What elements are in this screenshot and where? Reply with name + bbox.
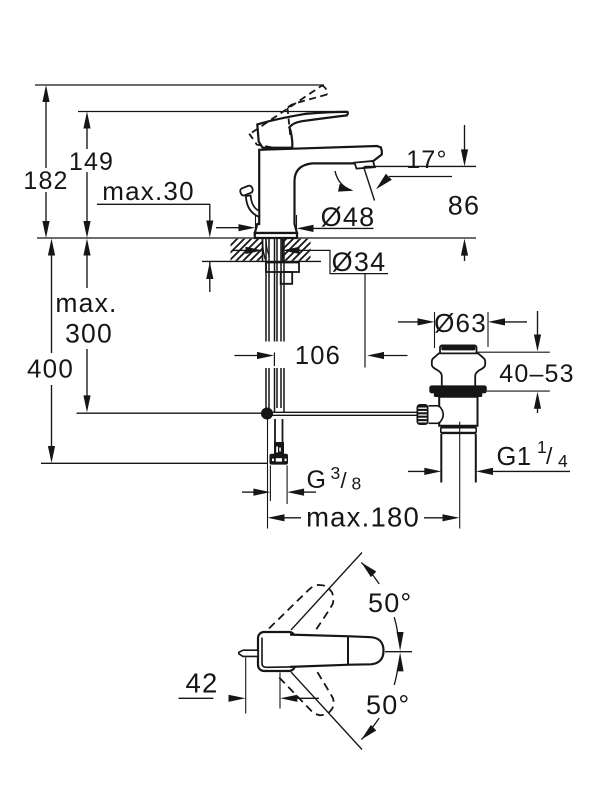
svg-text:106: 106 [295,342,341,370]
svg-text:max.: max. [55,288,117,318]
svg-text:/: / [546,443,553,469]
svg-text:50°: 50° [368,588,412,618]
svg-text:300: 300 [65,319,113,349]
svg-text:/: / [341,468,348,493]
svg-text:Ø63: Ø63 [434,308,487,338]
svg-text:3: 3 [331,463,341,483]
svg-text:max.180: max.180 [306,502,420,533]
svg-text:50°: 50° [366,690,410,720]
svg-text:400: 400 [27,354,74,384]
svg-text:182: 182 [23,167,68,195]
svg-text:Ø48: Ø48 [321,202,376,232]
svg-text:max.30: max.30 [102,176,194,206]
svg-text:86: 86 [448,191,480,221]
svg-text:40–53: 40–53 [499,360,575,388]
svg-text:G1: G1 [497,443,532,471]
svg-text:Ø34: Ø34 [332,247,387,277]
svg-text:G: G [307,466,326,494]
svg-text:8: 8 [352,474,362,494]
svg-text:4: 4 [558,451,568,471]
svg-text:17°: 17° [406,146,447,174]
svg-text:149: 149 [69,148,114,176]
svg-text:1: 1 [537,437,547,457]
svg-text:42: 42 [186,668,219,699]
